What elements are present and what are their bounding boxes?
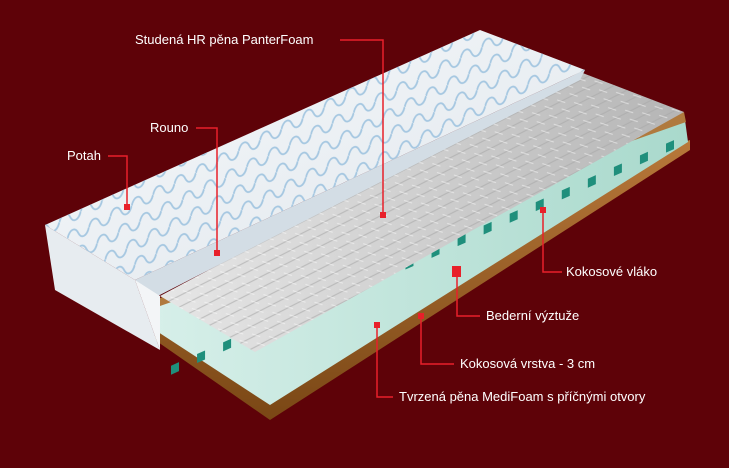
leader-studena-hr xyxy=(340,39,384,215)
marker-rouno xyxy=(214,250,220,256)
foam-hole xyxy=(613,163,622,177)
marker-potah xyxy=(124,204,130,210)
marker-bederni xyxy=(452,266,461,277)
label-kokosova-vrstva: Kokosová vrstva - 3 cm xyxy=(460,356,596,371)
foam-hole xyxy=(171,362,179,375)
label-rouno: Rouno xyxy=(150,120,189,135)
cover-side xyxy=(45,70,585,350)
leader-potah xyxy=(108,155,128,207)
foam-hole xyxy=(561,186,570,200)
label-studena-hr-pena: Studená HR pěna PanterFoam xyxy=(135,32,314,47)
foam-hole xyxy=(223,338,232,352)
foam-hole xyxy=(483,221,492,235)
label-potah: Potah xyxy=(67,148,101,163)
medifoam-layer xyxy=(155,120,688,405)
marker-kokosove-vlako xyxy=(540,207,546,213)
leader-rouno xyxy=(196,127,218,253)
leader-kokosove-vlako xyxy=(542,210,562,273)
leader-kokosova-vrstva xyxy=(420,316,454,365)
fleece-surface xyxy=(160,72,684,352)
label-kokosove-vlako: Kokosové vláko xyxy=(566,264,658,279)
label-tvrzena-pena: Tvrzená pěna MediFoam s příčnými otvory xyxy=(399,389,646,404)
foam-hole xyxy=(197,350,206,364)
marker-tvrzena xyxy=(374,322,380,328)
leader-tvrzena xyxy=(376,326,393,398)
leader-lines xyxy=(108,39,562,398)
foam-hole xyxy=(587,175,596,188)
foam-hole xyxy=(639,151,648,165)
foam-hole xyxy=(666,140,674,153)
marker-kokosova-vrstva xyxy=(418,313,424,319)
cover-top xyxy=(45,30,585,280)
marker-studena-hr xyxy=(380,212,386,218)
foam-hole xyxy=(509,210,518,223)
leader-markers xyxy=(124,204,546,328)
leader-bederni xyxy=(456,272,480,317)
label-bederni-vyztuze: Bederní výztuže xyxy=(486,308,580,323)
